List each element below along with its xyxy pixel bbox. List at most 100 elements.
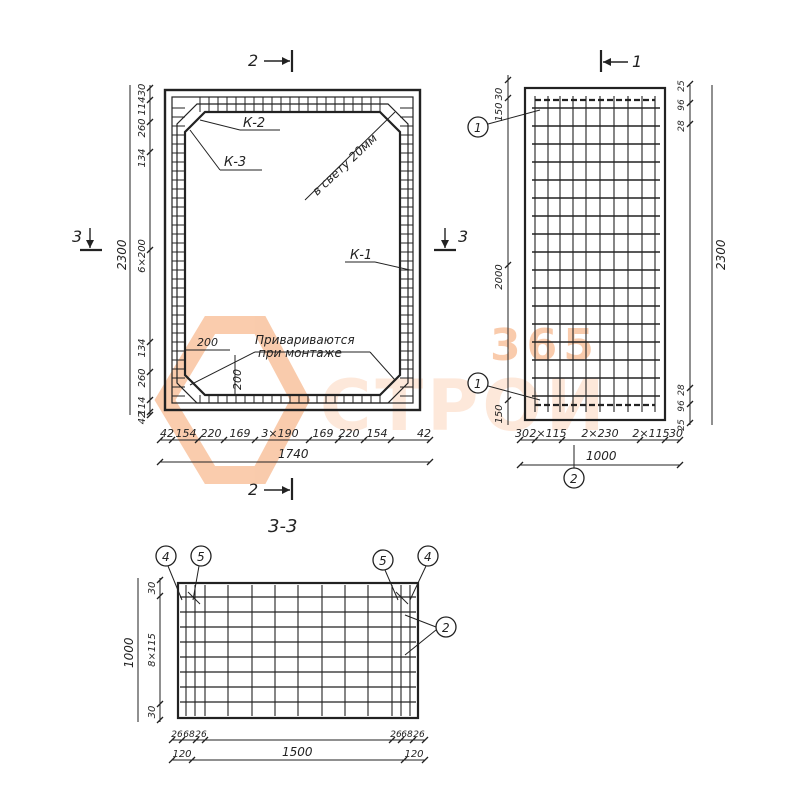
side-right-dim-value: 28 [677,120,687,132]
side-right-dimensions: 25 96 28 28 96 25 [677,80,694,431]
svg-text:4: 4 [424,550,432,564]
side-bottom-dim-value: 2×115 [632,427,669,440]
label-k1: К-1 [350,248,372,263]
bottom-dim-value: 42 [417,427,431,440]
bottom-dim-value: 42 [160,427,174,440]
section-mark-label: 2 [248,480,258,499]
section-marker-2: 2 [404,614,457,656]
bottom-dim-value: 220 [201,427,222,440]
side-right-dim-value: 25 [677,80,687,92]
overall-width-label: 1740 [278,447,309,461]
section-marker-5-left: 5 [190,545,212,601]
side-bottom-dim-value: 30 [669,427,683,440]
section-marker-4-right: 4 [409,545,439,601]
bottom-dim-value: 169 [313,427,334,440]
label-weld-line2: при монтаже [258,346,342,360]
bottom-dim-value: 220 [339,427,360,440]
section-overall-height: 1000 [122,637,136,668]
svg-text:4: 4 [162,550,170,564]
side-left-dim-value: 150 [494,404,505,423]
stirrup-ticks [172,97,413,403]
bottom-dim-value: 154 [176,427,197,440]
left-dim-value: 6×200 [137,239,148,273]
section-mark-label: 1 [632,52,642,71]
side-right-dim-value: 96 [677,99,687,111]
side-right-dim-value: 28 [677,384,687,396]
left-dim-value: 114 [137,96,148,115]
section-left-dim-value: 8×115 [147,633,158,667]
left-dim-value: 114 [137,396,148,415]
section-overall-width: 1500 [282,745,313,759]
label-k2: К-2 [243,116,265,131]
side-bottom-dim-value: 30 [515,427,529,440]
svg-text:1: 1 [474,121,482,135]
left-dim-value: 134 [137,148,148,167]
section-mark-label: 3 [72,227,82,246]
side-right-dim-value: 25 [677,419,687,431]
svg-text:2: 2 [442,621,450,635]
section-edge-dim-value: 120 [404,749,423,760]
side-mesh-grid [532,96,660,412]
watermark: 365 СТРОИ [154,316,605,484]
svg-text:5: 5 [379,554,387,568]
cage-outer-frame [163,88,422,412]
section-mark-3-left: 3 [72,227,102,252]
section-title: 3-3 [268,516,297,537]
marker-1-bottom: 1 [467,372,541,401]
section-bottom-dim-value: 26 [413,730,425,740]
side-left-dim-value: 2000 [494,264,505,289]
label-weld-line1: Привариваются [255,333,355,347]
side-right-dim-value: 96 [677,400,687,412]
watermark-hexagon-icon [154,316,311,484]
section-bottom-dim-value: 26 [195,730,207,740]
corner-dim-horizontal: 200 [197,336,218,349]
marker-1-top: 1 [467,109,541,138]
section-bottom-dim-value: 26 [390,730,402,740]
left-dim-value: 134 [137,338,148,357]
marker-2-side: 2 [563,445,585,489]
overall-height-label: 2300 [115,239,129,270]
section-mark-label: 3 [458,227,468,246]
section-bottom-dim-value: 68 [401,730,413,740]
section-marker-4-left: 4 [155,545,183,601]
bottom-dim-value: 169 [230,427,251,440]
bottom-dim-value: 154 [367,427,388,440]
side-overall-height: 2300 [714,239,728,270]
section-mesh-grid [180,585,416,716]
side-left-dim-value: 150 [494,102,505,121]
section-frame [176,581,420,720]
side-overall-width: 1000 [586,449,617,463]
section-mark-3-right: 3 [434,227,468,252]
section-bottom-dim-value: 68 [183,730,195,740]
left-dim-value: 260 [137,118,148,137]
cage-ring-line [176,103,409,404]
section-left-dim-value: 30 [147,582,158,595]
section-mark-2-top: 2 [248,50,294,72]
left-dim-value: 30 [137,84,148,97]
label-clear-gap: в свету 20мм [309,131,379,198]
section-mark-label: 2 [248,51,258,70]
section-bottom-dim-value: 26 [171,730,183,740]
left-dim-value: 260 [137,368,148,387]
section-marker-5-right: 5 [372,549,399,601]
side-bottom-dim-value: 2×230 [581,427,618,440]
corner-dim-vertical: 200 [231,369,244,390]
svg-text:2: 2 [570,472,578,486]
side-frame [523,86,667,422]
svg-text:5: 5 [197,550,205,564]
section-mark-1-top: 1 [599,50,642,72]
section-edge-dim-value: 120 [172,749,191,760]
side-bottom-dim-value: 2×115 [529,427,566,440]
svg-text:1: 1 [474,377,482,391]
bottom-dim-value: 3×190 [261,427,298,440]
label-k3: К-3 [224,155,246,170]
watermark-number: 365 [490,320,600,371]
